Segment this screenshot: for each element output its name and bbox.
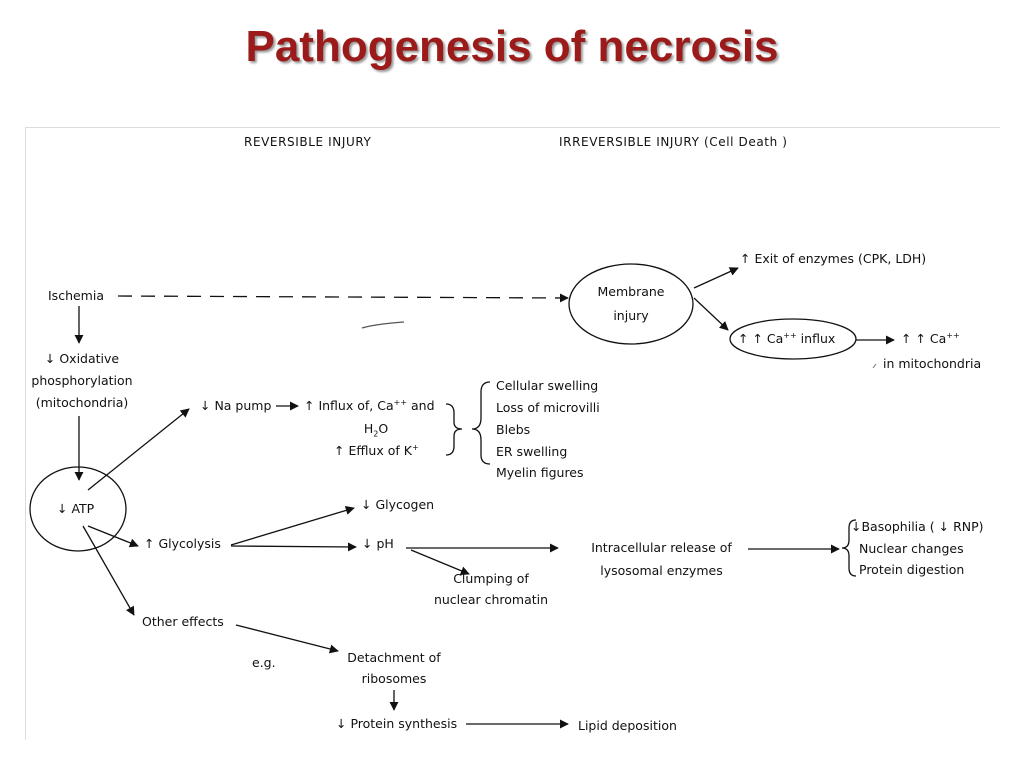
efflux-prefix: ↑ Efflux of K bbox=[334, 443, 412, 458]
membrane-to-ca-influx-arrow bbox=[693, 297, 729, 331]
detachment-line-1: Detachment of bbox=[347, 650, 441, 665]
scan-artifact-tick bbox=[872, 363, 877, 369]
swelling-item: Loss of microvilli bbox=[496, 400, 600, 415]
atp-label: ↓ ATP bbox=[57, 501, 95, 516]
glycolysis-label: ↑ Glycolysis bbox=[144, 536, 221, 551]
ca-influx-label: ↑ ↑ Ca++ influx bbox=[738, 328, 835, 349]
efflux-label: ↑ Efflux of K+ bbox=[334, 440, 419, 461]
influx-prefix: ↑ Influx of, Ca bbox=[304, 398, 394, 413]
pathogenesis-diagram: REVERSIBLE INJURY IRREVERSIBLE INJURY (C… bbox=[25, 127, 1000, 740]
lipid-deposition-label: Lipid deposition bbox=[578, 718, 677, 733]
efflux-superscript: + bbox=[411, 442, 419, 452]
clumping-line-2: nuclear chromatin bbox=[433, 592, 549, 607]
influx-brace bbox=[445, 403, 463, 456]
ph-label: ↓ pH bbox=[362, 536, 394, 551]
diagram-connectors bbox=[29, 263, 895, 729]
protein-synthesis-label: ↓ Protein synthesis bbox=[336, 716, 458, 731]
ca-mito-superscript: ++ bbox=[946, 330, 960, 340]
h2o-h: H bbox=[363, 421, 374, 436]
atp-to-glycolysis-arrow bbox=[87, 525, 139, 548]
detachment-line-2: ribosomes bbox=[361, 671, 427, 686]
release-line-2: lysosomal enzymes bbox=[600, 563, 723, 578]
other-effects-label: Other effects bbox=[142, 614, 224, 629]
membrane-label-2: injury bbox=[613, 308, 649, 323]
ischemia-to-membrane-dashed-arrow bbox=[117, 293, 569, 303]
h2o-label: H2O bbox=[346, 418, 406, 439]
nuclear-item: ↓Basophilia ( ↓ RNP) bbox=[851, 519, 984, 534]
exit-enzymes-label: ↑ Exit of enzymes (CPK, LDH) bbox=[740, 251, 927, 266]
influx-superscript: ++ bbox=[393, 397, 408, 407]
ca-mito-prefix: ↑ ↑ Ca bbox=[901, 331, 947, 346]
oxidative-line-2: phosphorylation bbox=[31, 373, 133, 388]
na-pump-label: ↓ Na pump bbox=[200, 398, 272, 413]
swelling-brace bbox=[471, 381, 491, 465]
swelling-item: Blebs bbox=[496, 422, 531, 437]
swelling-item: Cellular swelling bbox=[496, 378, 599, 393]
oxidative-line-3: (mitochondria) bbox=[35, 395, 129, 410]
irreversible-injury-header: IRREVERSIBLE INJURY (Cell Death ) bbox=[559, 132, 787, 153]
glycogen-label: ↓ Glycogen bbox=[361, 497, 435, 512]
swelling-item: ER swelling bbox=[496, 444, 568, 459]
glycolysis-to-ph-arrow bbox=[230, 542, 357, 552]
cell-death-note: (Cell Death ) bbox=[703, 135, 788, 149]
oxidative-line-1: ↓ Oxidative bbox=[44, 351, 120, 366]
release-line-1: Intracellular release of bbox=[591, 540, 732, 555]
influx-and: and bbox=[407, 398, 435, 413]
reversible-injury-header: REVERSIBLE INJURY bbox=[244, 135, 372, 149]
membrane-label-1: Membrane bbox=[597, 284, 665, 299]
atp-circle bbox=[29, 466, 127, 552]
ca-mito-label-2: in mitochondria bbox=[883, 356, 982, 371]
other-effects-to-detachment-arrow bbox=[235, 624, 339, 654]
atp-to-na-pump-arrow bbox=[87, 408, 190, 491]
irreversible-injury-label: IRREVERSIBLE INJURY bbox=[559, 135, 700, 149]
ca-influx-ellipse bbox=[729, 318, 857, 360]
nuclear-item: Nuclear changes bbox=[859, 541, 964, 556]
ca-influx-superscript: ++ bbox=[783, 330, 797, 340]
ischemia-label: Ischemia bbox=[48, 288, 104, 303]
clumping-line-1: Clumping of bbox=[453, 571, 529, 586]
nuclear-brace bbox=[841, 519, 857, 577]
membrane-to-exit-enzymes-arrow bbox=[693, 267, 739, 289]
glycolysis-to-glycogen-arrow bbox=[230, 506, 355, 546]
ca-mito-label-1: ↑ ↑ Ca++ bbox=[901, 328, 960, 349]
atp-to-other-effects-arrow bbox=[82, 525, 135, 616]
h2o-o: O bbox=[378, 421, 389, 436]
scan-artifact-mark bbox=[361, 321, 405, 329]
swelling-item: Myelin figures bbox=[496, 465, 584, 480]
eg-label: e.g. bbox=[252, 655, 276, 670]
influx-label: ↑ Influx of, Ca++ and bbox=[304, 395, 435, 416]
h2o-subscript: 2 bbox=[373, 429, 379, 439]
membrane-injury-ellipse bbox=[568, 263, 694, 345]
ca-influx-prefix: ↑ ↑ Ca bbox=[738, 331, 784, 346]
slide-title: Pathogenesis of necrosis bbox=[245, 22, 779, 71]
ph-to-clumping-arrow bbox=[410, 549, 470, 576]
ca-influx-suffix: influx bbox=[796, 331, 836, 346]
nuclear-item: Protein digestion bbox=[859, 562, 965, 577]
